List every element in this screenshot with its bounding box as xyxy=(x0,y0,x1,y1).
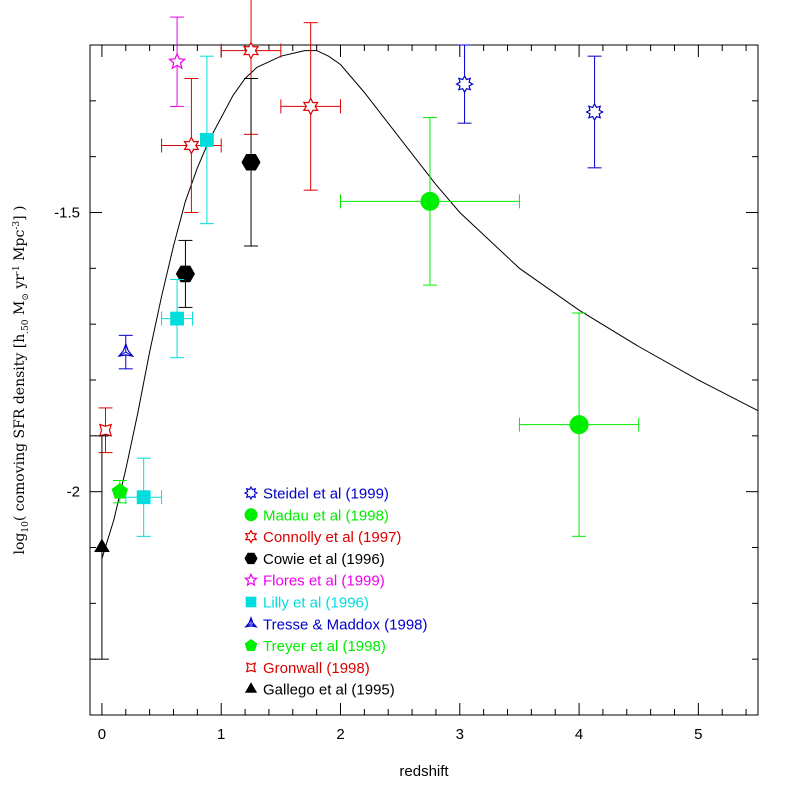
legend-item: Treyer et al (1998) xyxy=(244,638,386,655)
data-point xyxy=(455,74,474,94)
legend-label: Lilly et al (1996) xyxy=(263,595,369,612)
legend-marker-spoke xyxy=(245,623,252,628)
legend-label: Gallego et al (1995) xyxy=(263,682,395,699)
data-markers xyxy=(94,0,640,660)
data-point xyxy=(136,490,151,505)
y-axis-label-lead-sub: 10 xyxy=(21,521,31,533)
legend-label: Gronwall (1998) xyxy=(263,660,370,677)
legend-marker xyxy=(244,552,258,565)
legend-label: Connolly et al (1997) xyxy=(263,529,401,546)
legend-marker xyxy=(243,485,259,501)
y-axis-label-mid: ( comoving SFR density [h xyxy=(12,334,28,521)
data-point xyxy=(111,483,128,499)
data-point xyxy=(420,191,440,211)
y-tick-label: -1.5 xyxy=(54,205,80,222)
series-8 xyxy=(98,407,113,454)
legend-marker xyxy=(244,508,258,522)
y-tick-label: -2 xyxy=(67,484,80,501)
legend-marker xyxy=(245,596,257,608)
series-2 xyxy=(161,0,341,213)
data-point xyxy=(242,41,260,60)
legend-marker xyxy=(243,572,259,587)
y-axis-label-mpc-sup: -3 xyxy=(12,221,22,230)
legend-item: Connolly et al (1997) xyxy=(244,529,401,546)
series-9 xyxy=(94,435,110,660)
legend-label: Steidel et al (1999) xyxy=(263,486,389,503)
legend: Steidel et al (1999) Madau et al (1998) Co… xyxy=(243,486,428,699)
y-axis-label-tail: ] ) xyxy=(12,206,28,221)
x-tick-label: 0 xyxy=(98,726,106,743)
data-point xyxy=(200,133,214,147)
data-point xyxy=(170,311,184,326)
data-point-spoke xyxy=(125,351,133,357)
legend-marker xyxy=(244,638,258,651)
legend-marker xyxy=(244,682,258,693)
data-point xyxy=(585,102,604,122)
series-0 xyxy=(455,44,604,169)
x-tick-label: 4 xyxy=(575,726,583,743)
y-axis-label-msun: M xyxy=(12,301,28,320)
y-axis-label-yr: yr xyxy=(12,274,28,293)
data-point xyxy=(302,97,319,116)
legend-item: Steidel et al (1999) xyxy=(243,485,389,503)
legend-item: Cowie et al (1996) xyxy=(244,551,385,568)
x-tick-label: 3 xyxy=(456,726,464,743)
y-axis-label: log10( comoving SFR density [h.50 M⊙ yr-… xyxy=(12,206,31,555)
legend-marker xyxy=(245,662,257,673)
series-4 xyxy=(168,16,187,107)
legend-label: Madau et al (1998) xyxy=(263,507,389,524)
y-axis-label-yr-sup: -1 xyxy=(12,265,22,274)
y-axis-label-h-sub: .50 xyxy=(21,319,31,334)
y-axis-label-mpc: Mpc xyxy=(12,230,28,266)
legend-label: Tresse & Maddox (1998) xyxy=(263,616,428,633)
series-1 xyxy=(340,117,640,537)
x-tick-label: 2 xyxy=(336,726,344,743)
data-point xyxy=(168,52,187,70)
y-axis-label-lead: log xyxy=(12,533,28,555)
legend-item: Tresse & Maddox (1998) xyxy=(244,616,428,633)
legend-marker-spoke xyxy=(250,623,257,628)
data-point xyxy=(569,415,589,435)
x-axis-label: redshift xyxy=(399,763,449,780)
y-axis-label-sun-sub: ⊙ xyxy=(21,293,31,301)
data-point xyxy=(117,342,135,357)
series-7 xyxy=(111,480,128,504)
legend-item: Madau et al (1998) xyxy=(244,507,389,524)
legend-item: Gallego et al (1995) xyxy=(244,682,395,699)
series-3 xyxy=(175,78,261,308)
series-6 xyxy=(117,334,135,370)
data-point xyxy=(175,265,195,283)
legend-label: Flores et al (1999) xyxy=(263,573,385,590)
legend-label: Treyer et al (1998) xyxy=(263,638,386,655)
x-tick-label: 1 xyxy=(217,726,225,743)
legend-item: Flores et al (1999) xyxy=(243,572,385,590)
legend-marker xyxy=(244,529,258,544)
data-point xyxy=(183,136,200,155)
legend-label: Cowie et al (1996) xyxy=(263,551,385,568)
data-point xyxy=(94,538,110,552)
x-tick-label: 5 xyxy=(694,726,702,743)
legend-item: Gronwall (1998) xyxy=(245,660,370,677)
data-point xyxy=(241,154,261,171)
legend-marker xyxy=(244,616,258,628)
legend-item: Lilly et al (1996) xyxy=(245,595,369,612)
data-point-spoke xyxy=(118,351,127,357)
series-5 xyxy=(125,55,214,537)
